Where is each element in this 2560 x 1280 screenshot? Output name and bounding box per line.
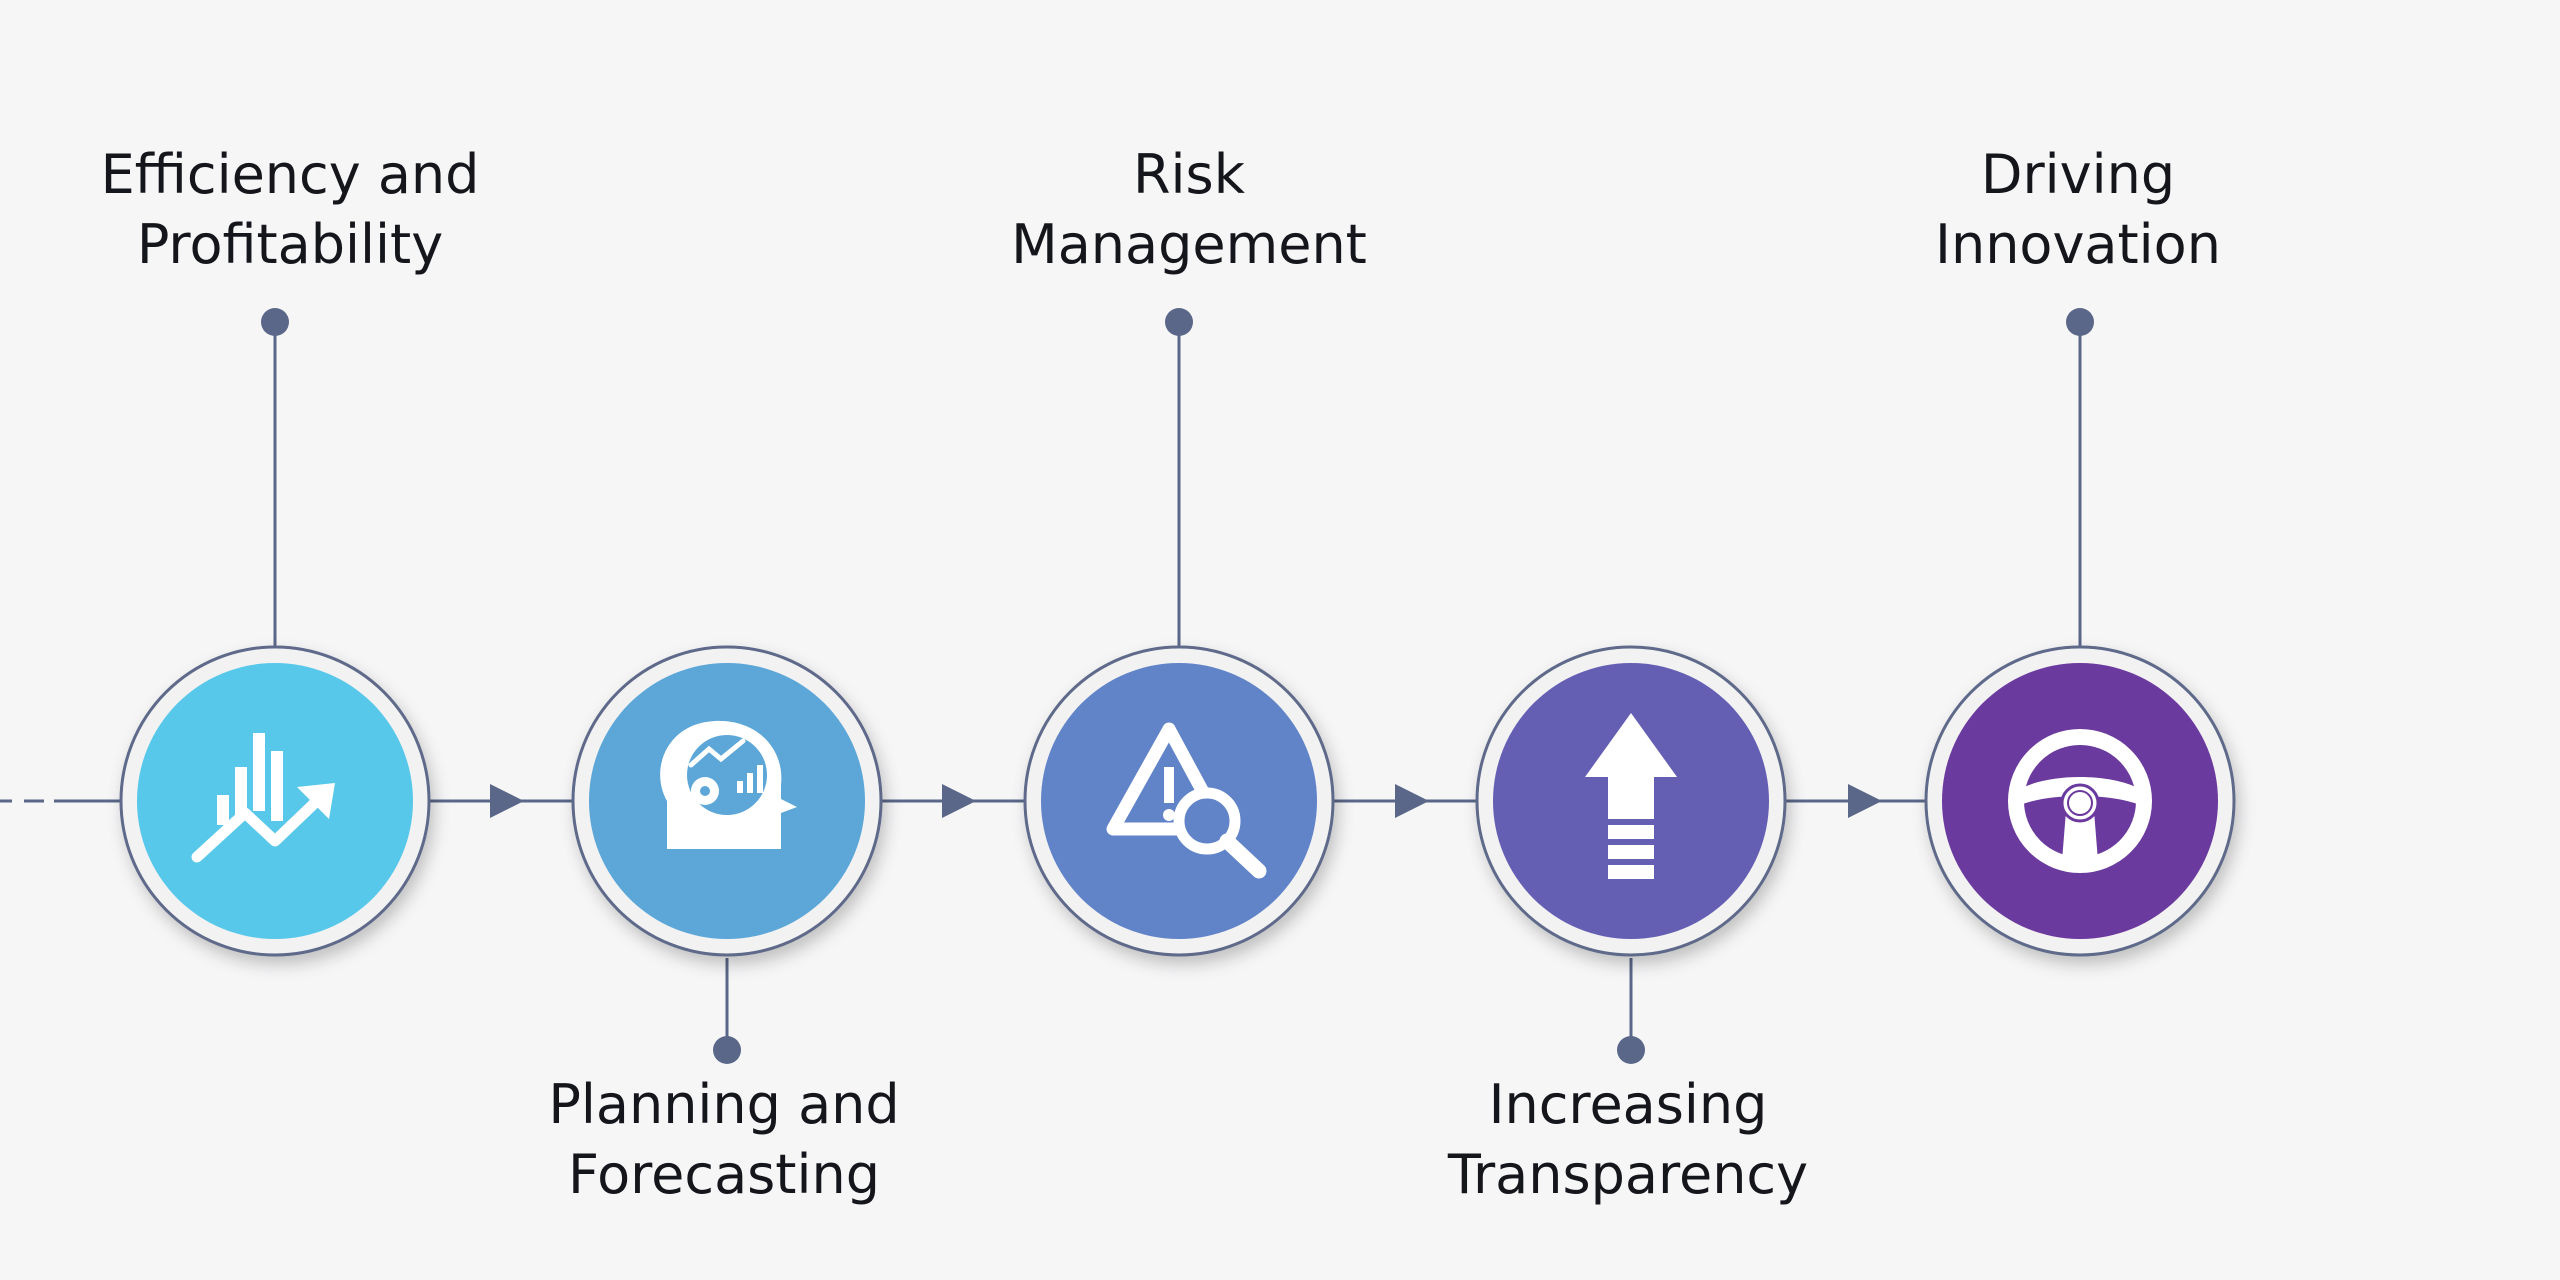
callout-dot-3 <box>1165 308 1193 336</box>
step-circle-3 <box>1041 663 1317 939</box>
head-gear-chart-icon <box>660 720 797 849</box>
arrow-3 <box>1395 784 1429 818</box>
connectors <box>430 784 1930 818</box>
arrow-1 <box>490 784 524 818</box>
callout-dot-5 <box>2066 308 2094 336</box>
arrow-2 <box>942 784 976 818</box>
warning-magnifier-icon <box>1106 722 1267 879</box>
steering-wheel-icon <box>2008 729 2152 873</box>
up-arrow-icon <box>1585 713 1677 879</box>
callout-dot-1 <box>261 308 289 336</box>
step-circles <box>119 645 2236 957</box>
callouts <box>261 308 2094 1064</box>
callout-dot-2 <box>713 1036 741 1064</box>
callout-dot-4 <box>1617 1036 1645 1064</box>
growth-chart-icon <box>191 733 335 863</box>
arrow-4 <box>1848 784 1882 818</box>
